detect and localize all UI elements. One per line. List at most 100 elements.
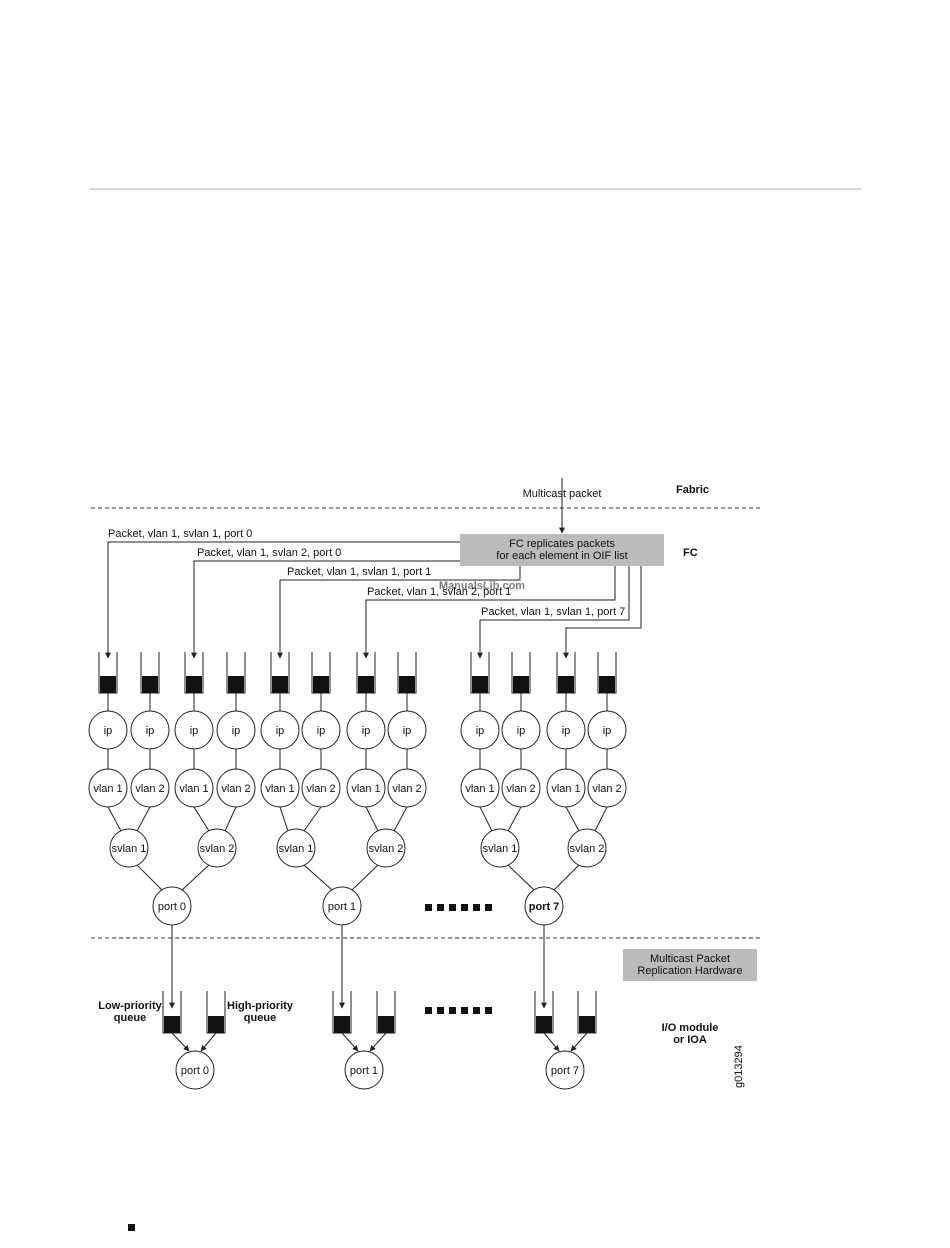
io-module-label-line1: I/O module [662, 1022, 719, 1034]
p0-leaf1-link-c [136, 806, 151, 832]
p2-svlan0-label: svlan 1 [483, 843, 518, 855]
low-priority-label-line1: Low-priority [98, 1000, 162, 1012]
io-1-low-arrow [341, 1032, 359, 1052]
p1-leaf3-vlan-label: vlan 2 [392, 783, 421, 795]
p2-leaf3-ip-label: ip [603, 725, 612, 737]
p2-leaf2-link-c [565, 806, 580, 832]
p2-leaf3-queue-fill [599, 676, 615, 693]
fc-label: FC [683, 547, 698, 559]
fabric-label: Fabric [676, 484, 709, 496]
io-0-high-queue-fill [208, 1016, 224, 1033]
multicast-packet-label: Multicast packet [523, 488, 602, 500]
p2-leaf2-queue-fill [558, 676, 574, 693]
p2-svlan0-node [480, 828, 520, 868]
p2-leaf2-ip-label: ip [562, 725, 571, 737]
lower-dot-5 [485, 1007, 492, 1014]
p0-leaf1-queue-fill [142, 676, 158, 693]
p0-svlan1-link [181, 864, 210, 891]
p2-leaf1-queue-fill [513, 676, 529, 693]
figure-id: g013294 [733, 1045, 745, 1088]
p0-leaf2-link-c [193, 806, 210, 832]
route-label-5: Packet, vlan 1, svlan 1, port 7 [481, 606, 625, 618]
page-marker [128, 1224, 135, 1231]
replication-hardware-line2: Replication Hardware [637, 965, 742, 977]
io-1-port-node [344, 1050, 384, 1090]
p1-leaf1-ip-label: ip [317, 725, 326, 737]
route-line-5a [477, 566, 630, 659]
route-line-3 [277, 566, 521, 659]
lower-dot-0 [425, 1007, 432, 1014]
p1-leaf1-vlan-label: vlan 2 [306, 783, 335, 795]
lower-dot-3 [461, 1007, 468, 1014]
p1-svlan0-label: svlan 1 [279, 843, 314, 855]
p0-leaf3-vlan-label: vlan 2 [221, 783, 250, 795]
p1-leaf0-queue-fill [272, 676, 288, 693]
upper-dot-4 [473, 904, 480, 911]
watermark: ManualsLib.com [439, 580, 525, 592]
route-label-3: Packet, vlan 1, svlan 1, port 1 [287, 566, 431, 578]
route-line-5b [563, 566, 642, 659]
p2-leaf0-link-c [479, 806, 493, 832]
route-label-1: Packet, vlan 1, svlan 1, port 0 [108, 528, 252, 540]
p1-svlan1-label: svlan 2 [369, 843, 404, 855]
p2-leaf0-queue-fill [472, 676, 488, 693]
route-line-1 [105, 541, 460, 659]
p0-leaf1-ip-label: ip [146, 725, 155, 737]
route-line-4 [363, 566, 616, 659]
io-2-high-arrow [570, 1032, 588, 1052]
p2-leaf2-vlan-label: vlan 1 [551, 783, 580, 795]
p1-leaf0-link-c [279, 806, 289, 832]
p1-leaf1-link-c [303, 806, 322, 832]
io-1-high-queue-fill [378, 1016, 394, 1033]
p1-leaf2-ip-label: ip [362, 725, 371, 737]
io-0-low-arrow [171, 1032, 190, 1052]
upper-dot-2 [449, 904, 456, 911]
p0-svlan0-label: svlan 1 [112, 843, 147, 855]
p0-leaf3-queue-fill [228, 676, 244, 693]
p2-leaf1-link-c [507, 806, 522, 832]
p0-svlan0-link [136, 864, 163, 891]
p1-leaf3-queue-fill [399, 676, 415, 693]
high-priority-label-line1: High-priority [227, 1000, 294, 1012]
io-1-low-queue-fill [334, 1016, 350, 1033]
p0-svlan0-node [109, 828, 149, 868]
p1-leaf3-ip-label: ip [403, 725, 412, 737]
upper-dot-1 [437, 904, 444, 911]
p0-leaf0-vlan-label: vlan 1 [93, 783, 122, 795]
p2-svlan1-link [553, 864, 580, 891]
fc-box-line2: for each element in OIF list [496, 550, 627, 562]
p1-leaf3-link-c [393, 806, 408, 832]
p1-svlan0-link [303, 864, 333, 891]
p2-leaf3-vlan-label: vlan 2 [592, 783, 621, 795]
p0-leaf2-queue-fill [186, 676, 202, 693]
p2-svlan1-label: svlan 2 [570, 843, 605, 855]
p2-leaf3-link-c [594, 806, 608, 832]
io-0-port-label: port 0 [181, 1065, 209, 1077]
io-2-port-node [545, 1050, 585, 1090]
p0-leaf1-vlan-label: vlan 2 [135, 783, 164, 795]
p2-svlan1-node [567, 828, 607, 868]
low-priority-label-line2: queue [114, 1012, 146, 1024]
lower-dot-2 [449, 1007, 456, 1014]
io-0-high-arrow [200, 1032, 217, 1052]
upper-dot-0 [425, 904, 432, 911]
p1-leaf1-queue-fill [313, 676, 329, 693]
fc-replication-box [460, 534, 664, 566]
ellipsis-dots [425, 904, 492, 1014]
p1-svlan1-link [351, 864, 379, 891]
p0-leaf3-link-c [224, 806, 237, 832]
p2-leaf1-vlan-label: vlan 2 [506, 783, 535, 795]
route-label-2: Packet, vlan 1, svlan 2, port 0 [197, 547, 341, 559]
p1-leaf0-vlan-label: vlan 1 [265, 783, 294, 795]
io-2-low-queue-fill [536, 1016, 552, 1033]
io-2-high-queue-fill [579, 1016, 595, 1033]
p1-port-label: port 1 [328, 901, 356, 913]
p1-leaf2-vlan-label: vlan 1 [351, 783, 380, 795]
p2-leaf1-ip-label: ip [517, 725, 526, 737]
lower-dot-4 [473, 1007, 480, 1014]
p2-leaf0-vlan-label: vlan 1 [465, 783, 494, 795]
replication-hardware-line1: Multicast Packet [650, 953, 730, 965]
p1-leaf2-link-c [365, 806, 379, 832]
